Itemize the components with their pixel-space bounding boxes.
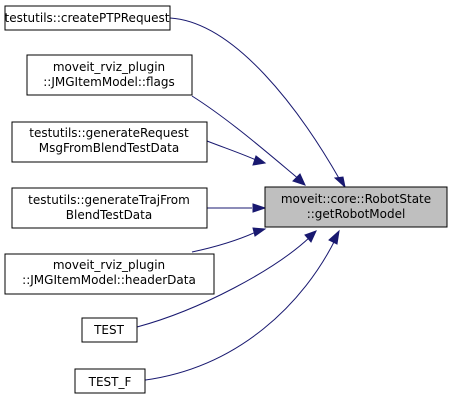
edge-flags [191,95,301,181]
node-label-line2: ::getRobotModel [307,207,406,221]
node-target-getRobotModel[interactable]: moveit::core::RobotState ::getRobotModel [264,186,448,228]
node-label: TEST [93,323,125,337]
edge-generateRequest [206,140,257,161]
node-label: TEST_F [88,375,132,389]
edge-arrowhead [304,230,317,243]
node-label-line2: MsgFromBlendTestData [39,141,179,155]
edge-arrowhead [252,155,267,166]
node-TEST[interactable]: TEST [81,317,138,343]
edge-arrowhead [252,227,267,237]
edge-createPTPRequest [169,17,341,181]
node-flags[interactable]: moveit_rviz_plugin ::JMGItemModel::flags [26,54,193,96]
edge-arrowhead [292,173,306,186]
node-generateTraj[interactable]: testutils::generateTrajFrom BlendTestDat… [11,187,208,229]
edge-TEST_F [136,239,336,382]
node-label: testutils::createPTPRequest [5,11,170,25]
node-label-line1: testutils::generateRequest [29,126,189,140]
edge-arrowhead [252,203,267,213]
node-label-line1: testutils::generateTrajFrom [28,193,190,207]
node-TEST_F[interactable]: TEST_F [74,368,146,394]
node-label-line1: moveit::core::RobotState [281,192,431,206]
node-label-line1: moveit_rviz_plugin [53,258,165,272]
node-headerData[interactable]: moveit_rviz_plugin ::JMGItemModel::heade… [4,253,215,295]
edge-arrowhead [333,176,346,189]
node-createPTPRequest[interactable]: testutils::createPTPRequest [4,5,171,31]
node-label-line2: ::JMGItemModel::flags [43,75,175,89]
edge-TEST [136,236,311,328]
edge-arrowhead [328,229,340,245]
node-generateRequest[interactable]: testutils::generateRequest MsgFromBlendT… [11,121,208,163]
node-label-line2: ::JMGItemModel::headerData [22,273,196,287]
node-label-line1: moveit_rviz_plugin [53,60,165,74]
edge-headerData [191,231,257,253]
node-label-line2: BlendTestData [66,208,152,222]
